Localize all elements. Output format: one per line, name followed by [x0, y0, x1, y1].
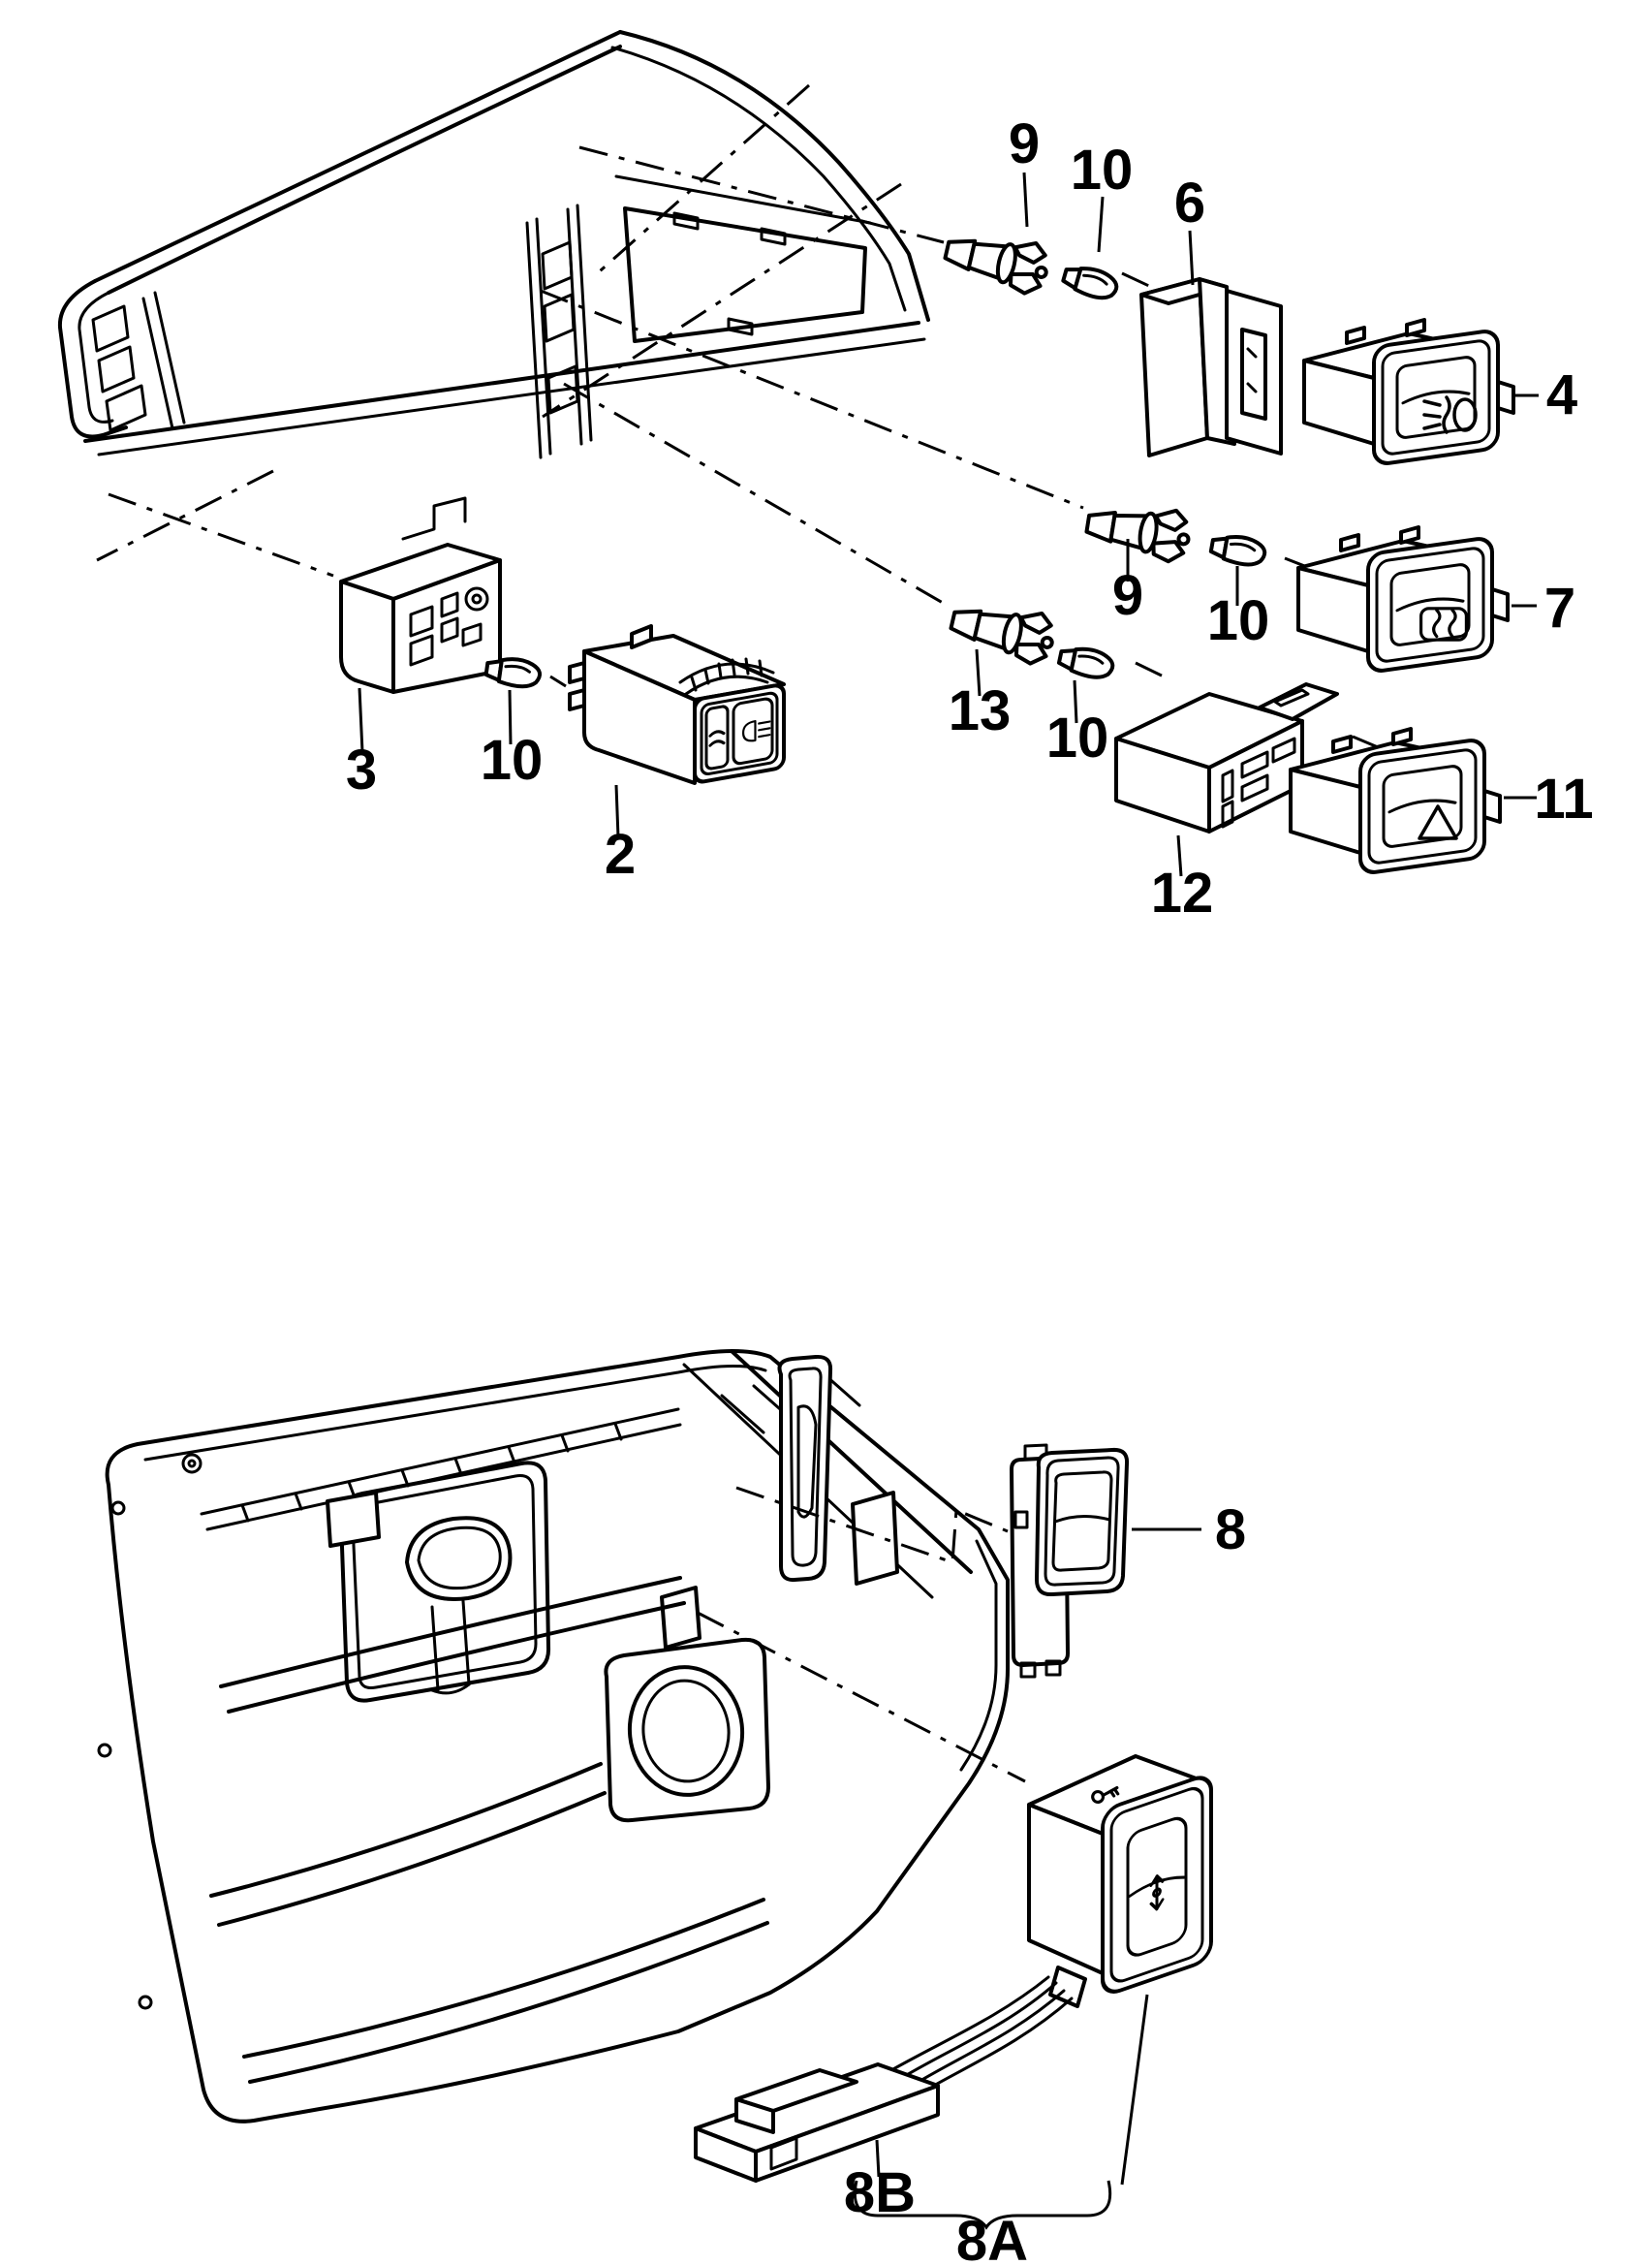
- callout-10b: 10: [1207, 566, 1270, 652]
- connector-housing-3: [339, 496, 502, 694]
- callout-label: 3: [346, 739, 377, 802]
- switch-mount-hole: [851, 1491, 899, 1586]
- leader-lines-bottom: [697, 1486, 1026, 1783]
- switch-mount-hole: [660, 1586, 701, 1650]
- callout-12: 12: [1151, 834, 1214, 925]
- callout-8b: 8B: [844, 2139, 916, 2224]
- callout-label: 9: [1009, 112, 1040, 175]
- callout-8: 8: [1132, 1498, 1246, 1561]
- callout-10a: 10: [1071, 139, 1134, 253]
- callout-label: 12: [1151, 862, 1214, 925]
- hazard-warning-switch-11: [1289, 727, 1502, 876]
- brace-8a: [853, 2180, 1112, 2230]
- panel-slot: [105, 384, 147, 432]
- cluster-opening: [614, 174, 872, 343]
- callout-label: 10: [1071, 139, 1134, 202]
- callout-11: 11: [1504, 768, 1594, 831]
- switch-opening-column: [525, 204, 593, 459]
- door-handle-bezel: [777, 1354, 833, 1583]
- callout-3: 3: [346, 687, 377, 802]
- callout-10c: 10: [1046, 679, 1109, 770]
- callout-label: 11: [1534, 768, 1593, 831]
- callout-9a: 9: [1009, 112, 1040, 228]
- bulb-socket-13: [945, 592, 1060, 670]
- callout-7: 7: [1512, 577, 1575, 640]
- callout-label: 9: [1112, 564, 1143, 627]
- dimmer-thumbwheel: [678, 657, 775, 696]
- callout-13: 13: [949, 648, 1012, 742]
- bulb-socket-9a: [939, 222, 1054, 299]
- window-lift-switch-8: [1010, 1443, 1130, 1679]
- bulb-10a: [1059, 260, 1122, 304]
- bulb-socket-9b: [1081, 495, 1195, 566]
- central-locking-switch: [1027, 1754, 1213, 1994]
- connector-housing-12: [1114, 682, 1339, 834]
- panel-slot: [91, 304, 130, 353]
- callout-label: 10: [1207, 589, 1270, 652]
- callout-label: 4: [1546, 363, 1577, 426]
- callout-label: 10: [1046, 707, 1109, 770]
- callout-label: 8: [1215, 1498, 1246, 1561]
- callout-10d: 10: [481, 689, 544, 792]
- callout-4: 4: [1515, 363, 1577, 426]
- switch-retainer-bracket-6: [1139, 277, 1283, 457]
- bulb-10b: [1207, 530, 1269, 570]
- callout-8a: 8A: [853, 1994, 1149, 2265]
- headlight-switch-2: [568, 624, 786, 785]
- callout-label: 2: [605, 823, 636, 886]
- callout-label: 8A: [956, 2210, 1028, 2265]
- bulb-10c: [1055, 642, 1117, 683]
- armrest: [219, 1461, 686, 1714]
- callout-label: 7: [1544, 577, 1575, 640]
- callout-label: 10: [481, 729, 544, 792]
- fog-light-switch-4: [1302, 318, 1515, 467]
- callout-9b: 9: [1112, 539, 1143, 627]
- bulb-10d: [483, 653, 544, 691]
- wiring-harness: [889, 1966, 1087, 2090]
- instrument-panel-trim: [57, 30, 930, 459]
- connector-8b: [694, 2062, 940, 2183]
- door-trim-panel: [97, 1349, 1010, 2123]
- callout-2: 2: [605, 784, 636, 886]
- callout-label: 6: [1174, 172, 1205, 235]
- callouts: 9 10 6 4 9 10 7 13: [346, 112, 1594, 2265]
- heated-rear-window-switch-7: [1296, 525, 1510, 675]
- callout-6: 6: [1174, 172, 1205, 286]
- panel-slot: [97, 345, 136, 393]
- speaker-grille: [604, 1637, 770, 1823]
- callout-label: 13: [949, 679, 1012, 742]
